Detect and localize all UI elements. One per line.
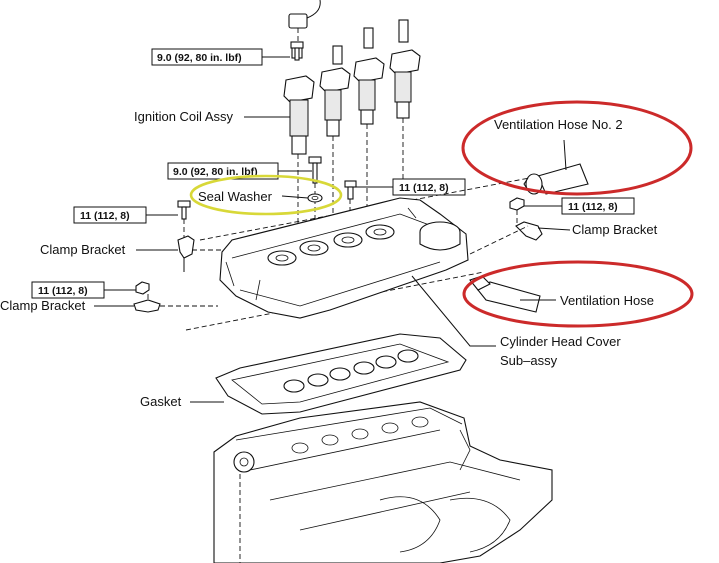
torque-spec-coil-bolt: 9.0 (92, 80 in. lbf) <box>151 48 290 66</box>
nut-lower-bracket <box>135 281 150 295</box>
torque-spec-left-bracket-text: 11 (112, 8) <box>80 210 130 222</box>
leader-lines <box>94 116 571 403</box>
label-clamp-bracket-left-upper: Clamp Bracket <box>40 242 126 257</box>
torque-spec-cover-bolt: 11 (112, 8) <box>356 178 466 196</box>
label-clamp-bracket-right: Clamp Bracket <box>572 222 658 237</box>
ventilation-hose-no2-highlight <box>461 100 693 196</box>
label-seal-washer: Seal Washer <box>198 189 273 204</box>
label-cylinder-head-cover-line1: Cylinder Head Cover <box>500 334 621 349</box>
cylinder-head-cover <box>219 197 469 319</box>
ignition-coil-1 <box>283 43 315 240</box>
ignition-coil-4 <box>389 19 421 212</box>
bolt-right-bracket <box>509 197 525 211</box>
bolt-left-bracket <box>177 200 191 238</box>
torque-spec-seal-bolt-text: 9.0 (92, 80 in. lbf) <box>173 166 258 178</box>
label-ignition-coil: Ignition Coil Assy <box>134 109 233 124</box>
torque-spec-seal-bolt: 9.0 (92, 80 in. lbf) <box>167 162 312 180</box>
gasket-part <box>215 333 467 415</box>
label-cylinder-head-cover-line2: Sub–assy <box>500 353 558 368</box>
torque-spec-lower-bracket-nut: 11 (112, 8) <box>31 281 136 299</box>
torque-spec-right-bracket-text: 11 (112, 8) <box>568 201 618 213</box>
ignition-coil-2 <box>319 45 351 230</box>
seal-washer-part <box>307 193 323 203</box>
label-ventilation-hose-no2: Ventilation Hose No. 2 <box>494 117 623 132</box>
ventilation-hose-part <box>469 275 541 313</box>
bolt-coil <box>290 41 304 61</box>
coil-connector <box>288 0 321 44</box>
label-ventilation-hose: Ventilation Hose <box>560 293 654 308</box>
torque-spec-cover-bolt-text: 11 (112, 8) <box>399 182 449 194</box>
torque-spec-lower-bracket-text: 11 (112, 8) <box>38 285 88 297</box>
ignition-coil-3 <box>353 27 385 220</box>
torque-spec-right-bracket-bolt: 11 (112, 8) <box>524 197 635 215</box>
torque-spec-left-bracket-bolt: 11 (112, 8) <box>73 206 178 224</box>
clamp-bracket-left-lower <box>133 294 218 313</box>
seal-washer-highlight <box>189 174 343 216</box>
label-gasket: Gasket <box>140 394 182 409</box>
engine-head-part <box>213 401 553 563</box>
clamp-bracket-right <box>515 210 543 241</box>
ventilation-hose-highlight <box>462 260 694 328</box>
ignition-coil-group <box>283 0 421 240</box>
torque-spec-coil-bolt-text: 9.0 (92, 80 in. lbf) <box>157 52 242 64</box>
label-clamp-bracket-left-lower: Clamp Bracket <box>0 298 86 313</box>
